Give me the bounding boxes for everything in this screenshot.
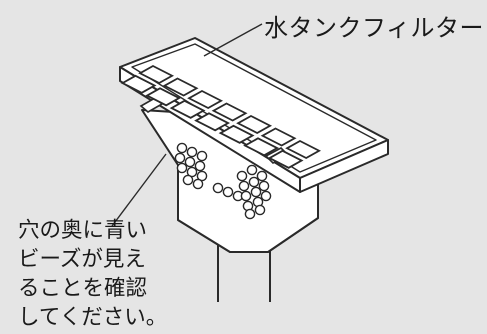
- filter-hole: [182, 174, 194, 186]
- filter-mesh-cell: [260, 127, 297, 147]
- filter-hole: [174, 152, 186, 164]
- filter-mesh-cell: [211, 102, 248, 122]
- filter-hole: [222, 186, 234, 198]
- filter-mesh-cell: [194, 112, 231, 132]
- filter-hole: [250, 186, 262, 198]
- filter-hole: [238, 180, 250, 192]
- filter-hole: [236, 170, 248, 182]
- note-line: してください。: [18, 305, 168, 330]
- filter-mesh-cell: [169, 99, 206, 119]
- filter-mesh-cell: [285, 139, 322, 160]
- filter-mesh: [120, 64, 322, 169]
- filter-mesh-cell: [145, 87, 182, 107]
- filter-hole: [244, 208, 256, 220]
- filter-leader-line: [203, 23, 263, 57]
- filter-mesh-cell: [236, 114, 273, 135]
- filter-hole: [254, 204, 266, 216]
- filter-hole: [176, 142, 188, 154]
- filter-mesh-cell: [120, 74, 157, 94]
- filter-hole: [248, 176, 260, 188]
- filter-mesh-cell: [162, 77, 199, 97]
- filter-hole: [186, 146, 198, 158]
- filter-hole: [194, 160, 206, 172]
- note-leader-line: [111, 153, 167, 227]
- filter-hole: [192, 178, 204, 190]
- filter-hole: [184, 156, 196, 168]
- filter-mesh-cell: [187, 89, 224, 110]
- filter-hole: [212, 182, 224, 194]
- note-line: ることを確認: [18, 276, 148, 301]
- filter-hole: [176, 162, 188, 174]
- note-text: 穴の奥に青い ビーズが見え ることを確認 してください。: [18, 216, 167, 332]
- filter-hole: [240, 190, 252, 202]
- filter-hole: [260, 190, 272, 202]
- filter-mesh-cell: [267, 149, 304, 169]
- filter-holes: [174, 142, 272, 220]
- filter-hole: [246, 164, 258, 176]
- note-line: ビーズが見え: [18, 247, 146, 272]
- filter-mesh-cell: [218, 124, 255, 144]
- note-line: 穴の奥に青い: [18, 218, 148, 243]
- filter-hole: [258, 180, 270, 192]
- filter-hole: [256, 170, 268, 182]
- filter-mesh-cell: [243, 137, 280, 157]
- filter-hole: [196, 150, 208, 162]
- filter-label: 水タンクフィルター: [264, 14, 485, 42]
- filter-mesh-cell: [138, 64, 175, 85]
